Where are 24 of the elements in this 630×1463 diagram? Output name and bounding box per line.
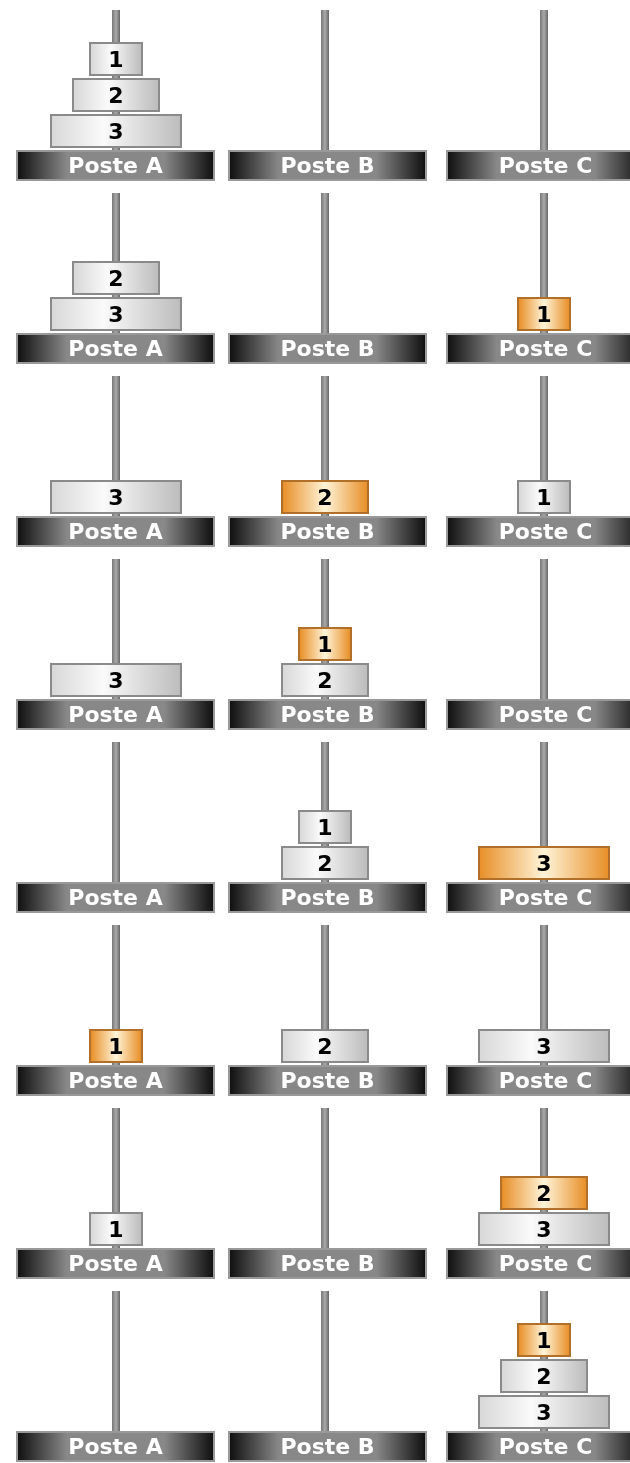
- post-base: Poste A: [16, 150, 215, 181]
- post-base: Poste B: [228, 516, 427, 547]
- post-base: Poste B: [228, 333, 427, 364]
- post-base: Poste A: [16, 699, 215, 730]
- post-base: Poste A: [16, 1431, 215, 1462]
- post-base: Poste C: [446, 699, 630, 730]
- post-base: Poste C: [446, 882, 630, 913]
- post-base: Poste B: [228, 699, 427, 730]
- post-base: Poste C: [446, 1248, 630, 1279]
- post-base: Poste B: [228, 1248, 427, 1279]
- post-base: Poste A: [16, 1065, 215, 1096]
- post-base: Poste B: [228, 150, 427, 181]
- post-base: Poste C: [446, 516, 630, 547]
- post-base: Poste A: [16, 882, 215, 913]
- post-base: Poste B: [228, 1065, 427, 1096]
- post-base: Poste B: [228, 882, 427, 913]
- post-base: Poste A: [16, 1248, 215, 1279]
- post-base: Poste C: [446, 1431, 630, 1462]
- post-base: Poste B: [228, 1431, 427, 1462]
- post-base: Poste C: [446, 150, 630, 181]
- post-base: Poste A: [16, 333, 215, 364]
- post-base: Poste A: [16, 516, 215, 547]
- post-base: Poste C: [446, 333, 630, 364]
- post-base: Poste C: [446, 1065, 630, 1096]
